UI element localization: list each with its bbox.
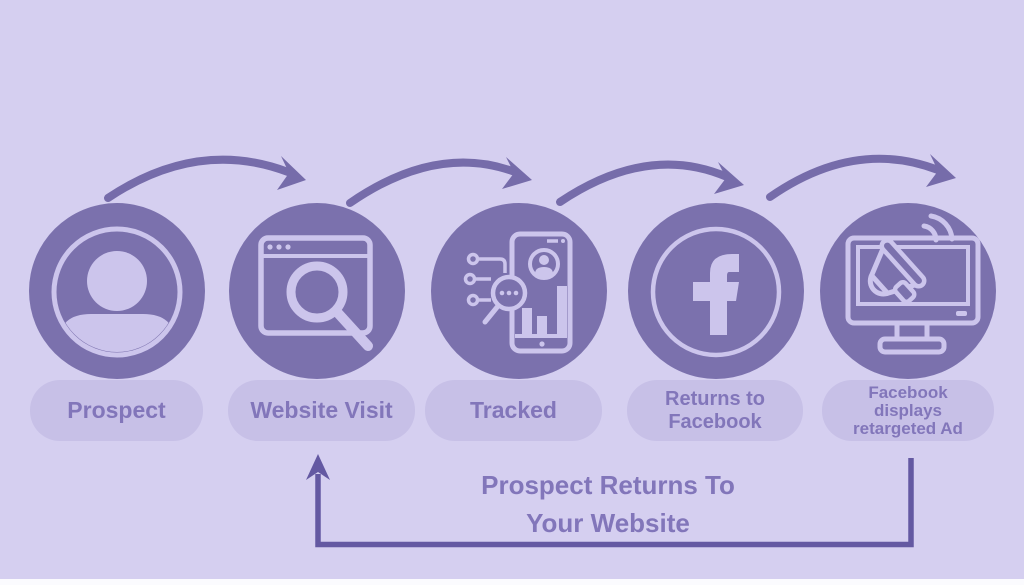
footer-strip: [0, 579, 1024, 585]
step-label-returns-to-facebook: Returns to Facebook: [627, 380, 803, 441]
step-label-prospect: Prospect: [30, 380, 203, 441]
user-icon: [29, 203, 205, 379]
step-label-website-visit: Website Visit: [228, 380, 415, 441]
flow-arrow-1: [104, 155, 306, 202]
flow-arrow-3: [556, 160, 744, 206]
facebook-icon: [628, 203, 804, 379]
browser-search-icon: [229, 203, 405, 379]
return-flow-label: Prospect Returns To Your Website: [481, 470, 735, 538]
retargeted-ad-icon: [820, 203, 996, 379]
flow-arrow-4: [766, 154, 956, 201]
step-label-retargeted-ad: Facebook displays retargeted Ad: [822, 380, 994, 441]
flow-arrow-2: [346, 157, 532, 207]
phone-analytics-icon: [431, 203, 607, 379]
step-label-tracked: Tracked: [425, 380, 602, 441]
facebook-f-glyph: [693, 254, 739, 335]
megaphone-glyph: [867, 238, 927, 305]
